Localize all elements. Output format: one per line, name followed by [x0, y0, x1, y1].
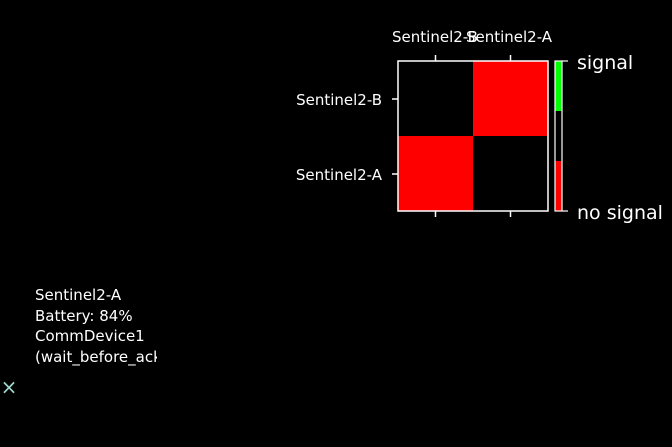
row-label-0: Sentinel2-B — [296, 91, 382, 109]
matrix-cell-1-1 — [473, 136, 548, 211]
legend-swatch-signal — [555, 61, 562, 111]
matrix-cell-0-0 — [398, 61, 473, 136]
column-label-1: Sentinel2-A — [466, 28, 553, 46]
close-icon[interactable]: × — [0, 375, 18, 399]
column-label-0: Sentinel2-B — [392, 28, 478, 46]
info-state: (wait_before_ack) — [35, 347, 157, 366]
info-comm-device: CommDevice1 — [35, 327, 145, 345]
signal-matrix: Sentinel2-B Sentinel2-A Sentinel2-B Sent… — [296, 28, 663, 224]
legend-frame — [554, 60, 563, 212]
info-satellite-name: Sentinel2-A — [35, 286, 122, 304]
info-battery: Battery: 84% — [35, 306, 133, 325]
matrix-frame — [397, 60, 549, 212]
legend-swatch-no-signal — [555, 161, 562, 211]
satellite-info-tooltip: Sentinel2-A Battery: 84% CommDevice1 (wa… — [35, 285, 157, 367]
matrix-cell-1-0 — [398, 136, 473, 211]
legend-label-signal: signal — [577, 52, 633, 74]
legend-label-no-signal: no signal — [577, 202, 663, 224]
matrix-cells — [398, 61, 548, 211]
matrix-cell-0-1 — [473, 61, 548, 136]
signal-matrix-panel: Sentinel2-B Sentinel2-A Sentinel2-B Sent… — [296, 28, 663, 224]
row-label-1: Sentinel2-A — [296, 166, 383, 184]
signal-legend: signal no signal — [554, 52, 663, 224]
